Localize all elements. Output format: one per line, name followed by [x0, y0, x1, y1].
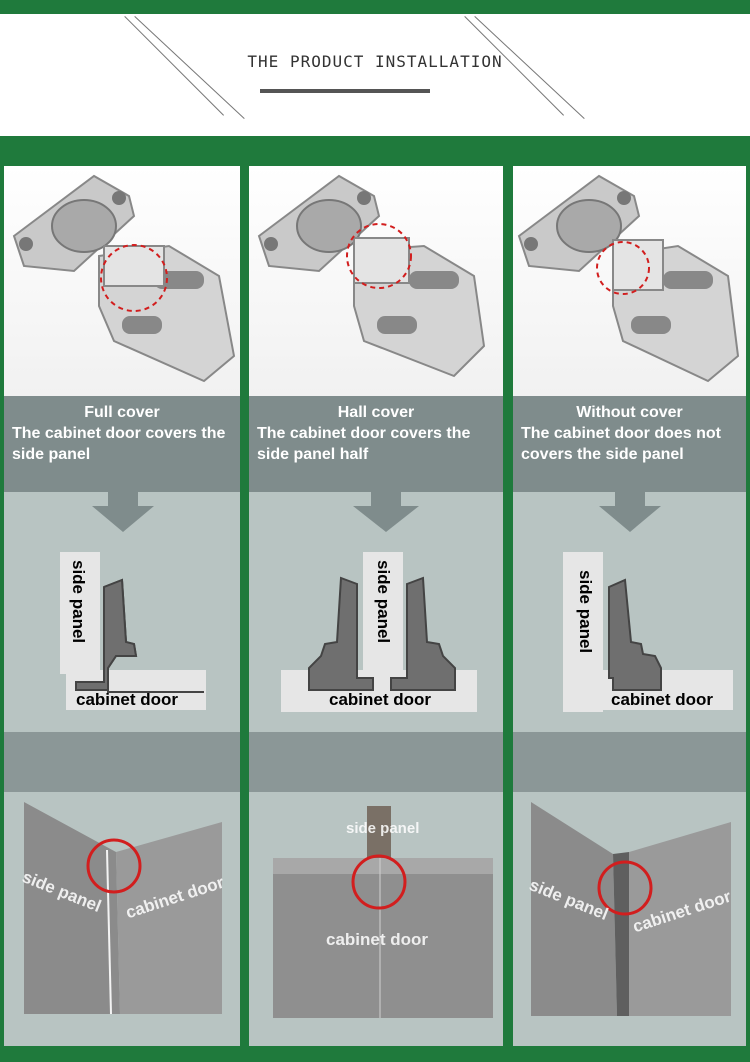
hinge-photo [513, 166, 746, 396]
page-title: THE PRODUCT INSTALLATION [247, 52, 503, 71]
caption-description: The cabinet door covers the side panel [12, 425, 226, 463]
cabinet-door-label: cabinet door [326, 930, 429, 949]
cabinet-door-label: cabinet door [329, 690, 432, 709]
diagram-graphic [60, 492, 206, 710]
cover-diagram: side panel cabinet door [4, 492, 240, 732]
title-underline [260, 89, 430, 93]
hinge-image [257, 174, 486, 378]
panel-without-cover: Without cover The cabinet door does not … [513, 166, 746, 1046]
hinge-image [517, 174, 740, 383]
highlight-circle [596, 241, 650, 295]
diagram-graphic [563, 492, 733, 712]
caption-title: Without cover [576, 404, 683, 421]
wood-graphic [531, 802, 731, 1016]
side-panel-label: side panel [346, 820, 420, 837]
side-panel-label: side panel [69, 560, 88, 644]
cabinet-door-label: cabinet door [76, 690, 179, 709]
highlight-circle [86, 838, 142, 894]
top-green-bar [0, 0, 750, 14]
highlight-circle [100, 244, 168, 312]
wood-graphic [24, 802, 222, 1015]
green-separator [0, 136, 750, 166]
hinge-photo [249, 166, 503, 396]
caption-title: Hall cover [337, 404, 415, 421]
header-banner: THE PRODUCT INSTALLATION [0, 14, 750, 136]
grey-band [513, 732, 746, 792]
grey-band [249, 732, 503, 792]
wood-illustration: side panel cabinet door [513, 792, 746, 1046]
highlight-circle [597, 860, 653, 916]
cover-diagram: side panel cabinet door [249, 492, 503, 732]
caption-description: The cabinet door covers the side panel h… [257, 425, 471, 463]
grey-band [4, 732, 240, 792]
wood-illustration: side panel cabinet door [4, 792, 240, 1046]
highlight-circle [351, 854, 407, 910]
hinge-photo [4, 166, 240, 396]
wood-illustration: side panel cabinet door [249, 792, 503, 1046]
caption: Hall cover The cabinet door covers the s… [249, 396, 503, 492]
cover-diagram: side panel cabinet door [513, 492, 746, 732]
panel-hall-cover: Hall cover The cabinet door covers the s… [249, 166, 503, 1046]
cabinet-door-label: cabinet door [611, 690, 714, 709]
caption-title: Full cover [84, 404, 160, 421]
highlight-circle [346, 223, 412, 289]
caption: Full cover The cabinet door covers the s… [4, 396, 240, 492]
caption: Without cover The cabinet door does not … [513, 396, 746, 492]
caption-description: The cabinet door does not covers the sid… [521, 425, 722, 463]
side-panel-label: side panel [374, 560, 393, 644]
wood-graphic [273, 806, 493, 1018]
side-panel-label: side panel [576, 570, 595, 654]
panel-full-cover: Full cover The cabinet door covers the s… [4, 166, 240, 1046]
hinge-image [12, 174, 236, 383]
diagram-graphic [281, 492, 477, 712]
